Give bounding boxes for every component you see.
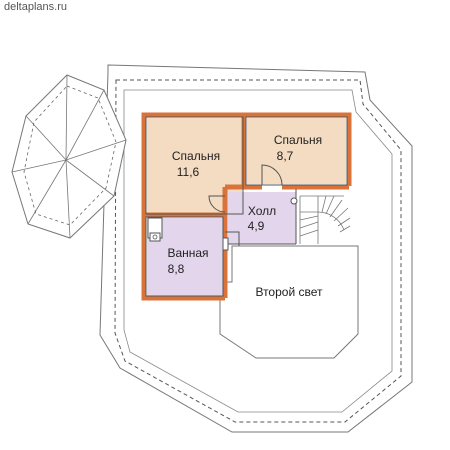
bedroom-2-fill: [247, 118, 346, 184]
roof-ridge-dashed: [114, 79, 402, 423]
room-4-area: 8,8: [168, 262, 185, 276]
room-2-label: Спальня: [274, 133, 322, 147]
second-light-area: [219, 245, 359, 359]
doors: [208, 164, 283, 251]
octagon-dashed: [23, 85, 117, 226]
room-1-area: 11,6: [177, 165, 200, 179]
room-4-label: Ванная: [167, 246, 208, 260]
hall-post: [290, 197, 298, 205]
room-3-label: Холл: [248, 204, 276, 218]
room-1-label: Спальня: [172, 149, 220, 163]
roof-inner-line: [123, 89, 393, 413]
sink: [147, 217, 163, 242]
room-5-label: Второй свет: [255, 285, 323, 299]
roof-outline: [99, 64, 413, 433]
octagon-ridges: [11, 74, 127, 239]
stairs: [299, 195, 351, 244]
room-3-area: 4,9: [248, 219, 265, 233]
hall-fill: [228, 192, 296, 244]
site-watermark: deltaplans.ru: [4, 1, 67, 13]
room-2-area: 8,7: [277, 149, 294, 163]
